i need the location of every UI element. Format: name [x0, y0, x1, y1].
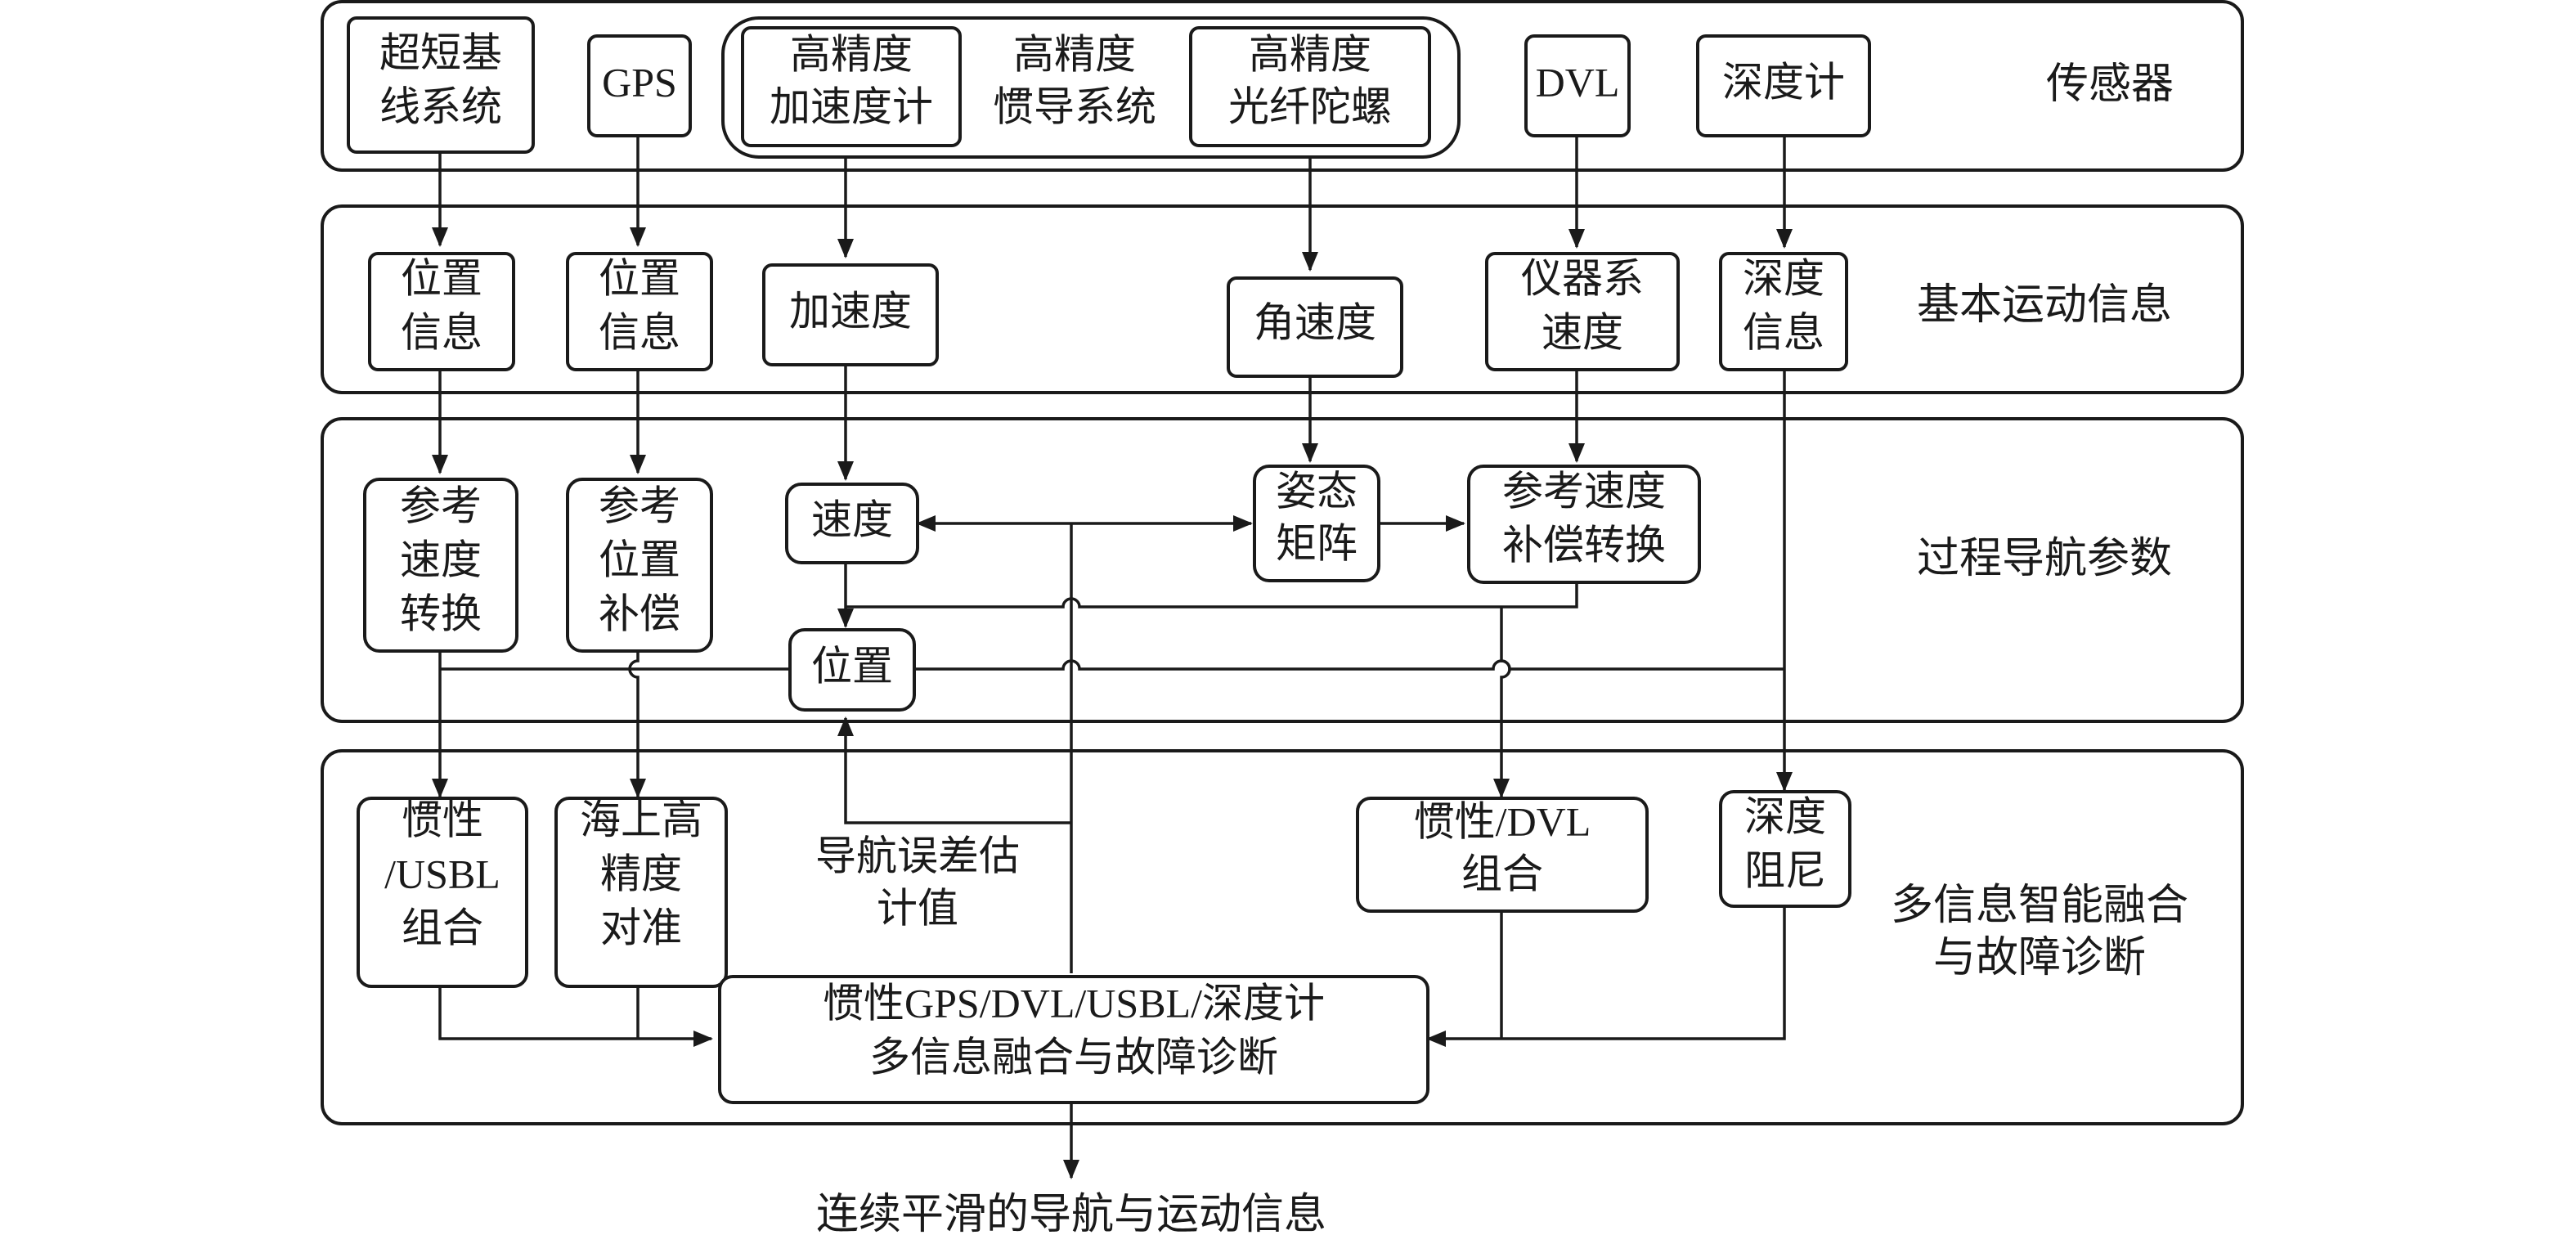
position-info-box-1: 位置 信息	[368, 252, 515, 371]
arrow-ref-position-compensation-to-sea-alignment	[628, 651, 646, 798]
fusion-layer-label-line2: 与故障诊断	[1933, 935, 2146, 981]
sea-high-precision-alignment-box: 海上高 精度 对准	[554, 797, 728, 988]
svg-text:仪器系: 仪器系	[1521, 255, 1644, 301]
svg-text:速度: 速度	[811, 496, 893, 542]
ref-velocity-conversion-box: 参考 速度 转换	[363, 478, 518, 653]
svg-text:光纤陀螺: 光纤陀螺	[1228, 83, 1392, 129]
depth-damping-box: 深度 阻尼	[1719, 790, 1851, 908]
svg-text:组合: 组合	[402, 905, 483, 950]
svg-text:惯性GPS/DVL/USBL/深度计: 惯性GPS/DVL/USBL/深度计	[823, 980, 1325, 1026]
svg-text:深度: 深度	[1743, 255, 1824, 301]
svg-text:计值: 计值	[877, 885, 958, 931]
svg-text:GPS: GPS	[602, 59, 677, 105]
nav-error-estimate-label: 导航误差估 计值	[815, 833, 1020, 931]
svg-text:位置: 位置	[811, 643, 893, 689]
svg-text:参考: 参考	[599, 483, 680, 528]
ref-position-compensation-box: 参考 位置 补偿	[566, 478, 713, 653]
svg-text:深度: 深度	[1744, 793, 1826, 839]
multi-info-fusion-fault-diagnosis-box: 惯性GPS/DVL/USBL/深度计 多信息融合与故障诊断	[718, 975, 1429, 1104]
svg-text:惯性/DVL: 惯性/DVL	[1414, 798, 1591, 844]
acceleration-box: 加速度	[762, 263, 939, 366]
process-nav-layer-label: 过程导航参数	[1917, 536, 2172, 582]
high-precision-ins-label: 高精度 惯导系统	[993, 31, 1156, 129]
svg-text:阻尼: 阻尼	[1744, 847, 1826, 893]
svg-text:惯导系统: 惯导系统	[993, 83, 1156, 129]
svg-text:补偿: 补偿	[599, 591, 680, 636]
svg-text:补偿转换: 补偿转换	[1502, 522, 1666, 568]
svg-text:海上高: 海上高	[580, 797, 702, 842]
svg-text:角速度: 角速度	[1254, 299, 1376, 345]
gps-sensor-box: GPS	[587, 34, 692, 137]
process-nav-layer-panel	[321, 417, 2244, 723]
svg-text:位置: 位置	[599, 255, 680, 301]
dvl-sensor-box: DVL	[1524, 34, 1631, 137]
instrument-velocity-box: 仪器系 速度	[1485, 252, 1680, 371]
position-box: 位置	[788, 628, 916, 712]
svg-text:参考速度: 参考速度	[1502, 468, 1666, 514]
basic-motion-layer-label: 基本运动信息	[1917, 282, 2172, 329]
output-label: 连续平滑的导航与运动信息	[816, 1192, 1326, 1238]
svg-text:位置: 位置	[401, 255, 482, 301]
svg-text:DVL: DVL	[1536, 59, 1620, 105]
svg-text:加速度计: 加速度计	[770, 83, 933, 129]
usbl-sensor-box: 超短基 线系统	[347, 16, 535, 154]
fusion-layer-label-line1: 多信息智能融合	[1891, 882, 2188, 929]
velocity-box: 速度	[785, 483, 919, 564]
depth-info-box: 深度 信息	[1719, 252, 1848, 371]
svg-text:线系统: 线系统	[379, 83, 502, 129]
svg-text:对准: 对准	[600, 905, 682, 950]
svg-text:多信息融合与故障诊断: 多信息融合与故障诊断	[869, 1034, 1278, 1080]
svg-text:位置: 位置	[599, 537, 680, 582]
ref-velocity-compensation-box: 参考速度 补偿转换	[1467, 465, 1701, 584]
svg-text:信息: 信息	[599, 309, 680, 355]
position-info-box-2: 位置 信息	[566, 252, 713, 371]
svg-text:惯性: 惯性	[402, 797, 483, 842]
svg-text:高精度: 高精度	[1249, 31, 1371, 77]
sensors-layer-panel	[321, 0, 2244, 172]
ins-dvl-integration-box: 惯性/DVL 组合	[1356, 797, 1649, 913]
svg-text:精度: 精度	[600, 851, 682, 896]
svg-text:/USBL: /USBL	[384, 851, 500, 896]
sensors-layer-label: 传感器	[2046, 61, 2174, 108]
svg-text:转换: 转换	[400, 591, 482, 636]
line-position-row	[914, 659, 1784, 671]
depth-gauge-box: 深度计	[1696, 34, 1871, 137]
arrow-ref-velocity-compensation-to-ins-dvl	[1493, 607, 1511, 798]
fusion-layer-panel	[321, 749, 2244, 1125]
angular-rate-box: 角速度	[1227, 276, 1403, 378]
svg-text:导航误差估: 导航误差估	[815, 833, 1020, 878]
svg-text:组合: 组合	[1461, 851, 1543, 896]
arrow-nav-error-to-position	[837, 716, 1071, 824]
arrow-right-modules-to-fusion	[1426, 898, 1786, 1047]
high-precision-accelerometer-box: 高精度 加速度计	[741, 26, 962, 147]
svg-text:姿态: 姿态	[1276, 468, 1358, 514]
svg-text:深度计: 深度计	[1722, 59, 1845, 105]
svg-text:高精度: 高精度	[790, 31, 913, 77]
attitude-matrix-box: 姿态 矩阵	[1253, 465, 1380, 582]
basic-motion-layer-panel	[321, 204, 2244, 394]
svg-text:参考: 参考	[400, 483, 482, 528]
svg-text:高精度: 高精度	[1013, 31, 1136, 77]
svg-text:加速度: 加速度	[789, 288, 912, 334]
svg-text:速度: 速度	[1542, 309, 1623, 355]
line-ref-velocity-compensation-feedback	[846, 582, 1578, 609]
connection-lines	[432, 136, 1793, 1179]
svg-text:信息: 信息	[1743, 309, 1824, 355]
arrow-left-modules-to-fusion	[438, 986, 713, 1047]
svg-text:信息: 信息	[401, 309, 482, 355]
ins-usbl-integration-box: 惯性 /USBL 组合	[357, 797, 528, 988]
high-precision-fiber-gyro-box: 高精度 光纤陀螺	[1189, 26, 1431, 147]
svg-text:超短基: 超短基	[379, 29, 502, 75]
svg-text:矩阵: 矩阵	[1276, 520, 1358, 566]
svg-text:速度: 速度	[400, 537, 482, 582]
